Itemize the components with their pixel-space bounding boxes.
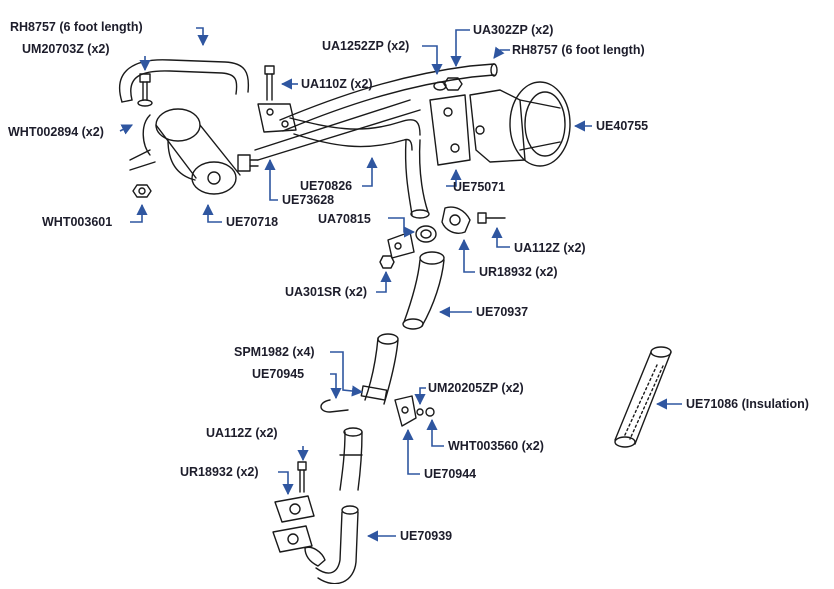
clamps-ur18932-bottom xyxy=(272,495,315,553)
label-wht003601: WHT003601 xyxy=(42,215,113,229)
leader-wht003601 xyxy=(130,203,148,223)
leader-ua301sr xyxy=(376,270,392,293)
pipe-ue70937 xyxy=(402,251,445,330)
fuel-filter-canister xyxy=(129,108,259,195)
label-ue70944: UE70944 xyxy=(424,467,477,481)
pipe-ue70826 xyxy=(254,99,421,161)
label-ue70945: UE70945 xyxy=(252,367,305,381)
label-ua112z-top: UA112Z (x2) xyxy=(514,241,586,255)
label-wht002894: WHT002894 (x2) xyxy=(8,125,104,139)
label-spm1982: SPM1982 (x4) xyxy=(234,345,315,359)
label-wht003560: WHT003560 (x2) xyxy=(448,439,544,453)
hose-lower xyxy=(339,427,363,491)
label-ua301sr: UA301SR (x2) xyxy=(285,285,367,299)
leader-wht002894 xyxy=(119,124,134,135)
leader-ue70718 xyxy=(202,203,222,223)
label-um20703z: UM20703Z (x2) xyxy=(22,42,110,56)
flange-ue73628 xyxy=(257,103,297,133)
label-ur18932-bottom: UR18932 (x2) xyxy=(180,465,259,479)
label-ua112z-bottom: UA112Z (x2) xyxy=(206,426,278,440)
bracket-plate xyxy=(387,231,415,259)
gasket-ue75071 xyxy=(429,94,471,166)
leader-ue70945 xyxy=(330,373,342,400)
label-ue73628: UE73628 xyxy=(282,193,335,207)
clip-ue70945 xyxy=(320,399,349,413)
label-ue40755: UE40755 xyxy=(596,119,649,133)
seal-ua70815 xyxy=(415,225,437,243)
label-ua70815: UA70815 xyxy=(318,212,371,226)
leader-ue75071 xyxy=(446,168,462,187)
label-ua1252zp: UA1252ZP (x2) xyxy=(322,39,410,53)
label-um20205zp: UM20205ZP (x2) xyxy=(428,381,524,395)
nut-ua301sr xyxy=(379,255,395,269)
leader-ua112z-top xyxy=(491,226,510,248)
label-ue70718: UE70718 xyxy=(226,215,279,229)
leader-rh8757-right xyxy=(493,46,510,59)
bolt-ua112z-bottom xyxy=(297,461,307,493)
bolt-um20703z xyxy=(137,73,153,107)
label-ue71086: UE71086 (Insulation) xyxy=(686,397,809,411)
label-ue75071: UE75071 xyxy=(453,180,506,194)
label-ue70939: UE70939 xyxy=(400,529,453,543)
bolt-ua110z xyxy=(264,65,275,101)
pipe-down xyxy=(404,139,430,219)
bracket-ue70944 xyxy=(394,395,435,427)
clamp-ur18932-top xyxy=(441,206,506,234)
leader-ue70944 xyxy=(402,428,420,475)
label-rh8757-right: RH8757 (6 foot length) xyxy=(512,43,645,57)
leader-ur18932-top xyxy=(458,238,475,273)
leader-ua302zp xyxy=(450,29,470,68)
washers-ua1252zp xyxy=(433,77,463,91)
label-ua110z: UA110Z (x2) xyxy=(301,77,373,91)
leader-wht003560 xyxy=(426,418,444,447)
label-rh8757-left: RH8757 (6 foot length) xyxy=(10,20,143,34)
vent-hose-right xyxy=(279,63,498,132)
leader-spm1982 xyxy=(330,351,364,397)
hose-spm xyxy=(360,333,399,405)
label-ur18932-top: UR18932 (x2) xyxy=(479,265,558,279)
label-ue70937: UE70937 xyxy=(476,305,529,319)
pipe-ue70939 xyxy=(304,505,359,585)
leader-rh8757-left xyxy=(196,27,209,47)
pump-ue40755 xyxy=(469,81,571,167)
label-ua302zp: UA302ZP (x2) xyxy=(473,23,554,37)
hex-nut-wht003601 xyxy=(132,184,152,198)
leader-ue73628 xyxy=(264,158,278,201)
leader-ur18932-bottom xyxy=(278,471,294,496)
label-ue70826: UE70826 xyxy=(300,179,353,193)
leader-ua1252zp xyxy=(422,45,443,76)
insulation-ue71086 xyxy=(614,346,672,448)
vent-hose-left xyxy=(119,59,250,103)
leader-ua70815 xyxy=(388,217,416,238)
leader-ue70826 xyxy=(362,156,378,187)
leader-um20205zp xyxy=(414,387,426,406)
